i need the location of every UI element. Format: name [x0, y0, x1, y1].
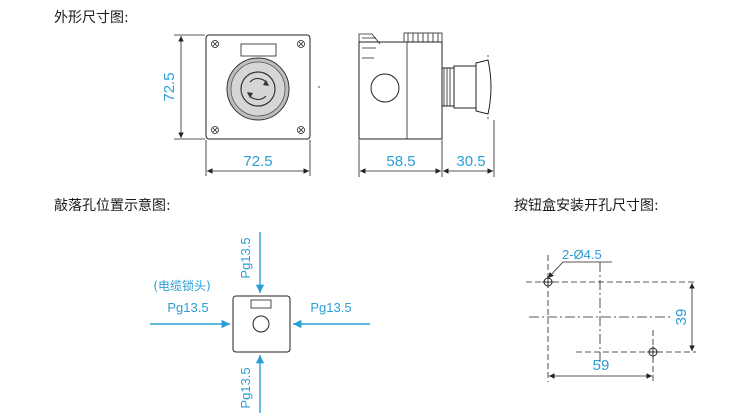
- side-knockout-hole: [370, 73, 400, 103]
- mounting-hole-bottom-right: [647, 346, 659, 358]
- hole-leader-line: [547, 261, 612, 279]
- knockout-diagram: Pg13.5 Pg13.5 Pg13.5 (电缆锁头) Pg13.5: [150, 232, 370, 413]
- left-entry-label: Pg13.5: [167, 300, 208, 315]
- knockout-button-hole: [252, 315, 270, 333]
- front-view: 72.5 72.5: [161, 34, 311, 176]
- mushroom-head-side: [441, 59, 492, 115]
- top-entry-label: Pg13.5: [238, 237, 253, 278]
- corner-screw-bottom-right: [297, 126, 305, 134]
- corner-screw-top-right: [297, 40, 305, 48]
- corner-screw-top-left: [211, 40, 219, 48]
- knockout-positions-heading: 敲落孔位置示意图:: [54, 197, 171, 214]
- hole-size-label: 2-Ø4.5: [562, 247, 602, 262]
- front-box-outline: [205, 34, 311, 140]
- front-width-label: 72.5: [243, 153, 272, 170]
- knockout-box-outline: [232, 295, 291, 353]
- side-view: 58.5 30.5: [358, 32, 495, 177]
- label-window: [240, 43, 277, 57]
- cable-lock-note: (电缆锁头): [153, 278, 210, 293]
- vertical-spacing-label: 39: [673, 309, 690, 326]
- knockout-label-window: [250, 299, 272, 309]
- mounting-hole-heading: 按钮盒安装开孔尺寸图:: [514, 197, 659, 214]
- right-entry-label: Pg13.5: [310, 300, 351, 315]
- bottom-entry-label: Pg13.5: [238, 367, 253, 408]
- mounting-hole-diagram: 2-Ø4.5 39 59: [526, 247, 696, 382]
- front-height-label: 72.5: [161, 72, 178, 101]
- emergency-stop-button: [226, 57, 290, 121]
- corner-screw-bottom-left: [211, 126, 219, 134]
- side-depth-label: 58.5: [386, 153, 415, 170]
- horizontal-spacing-label: 59: [593, 357, 610, 374]
- outline-dimensions-heading: 外形尺寸图:: [54, 10, 129, 26]
- side-protrusion-label: 30.5: [456, 153, 485, 170]
